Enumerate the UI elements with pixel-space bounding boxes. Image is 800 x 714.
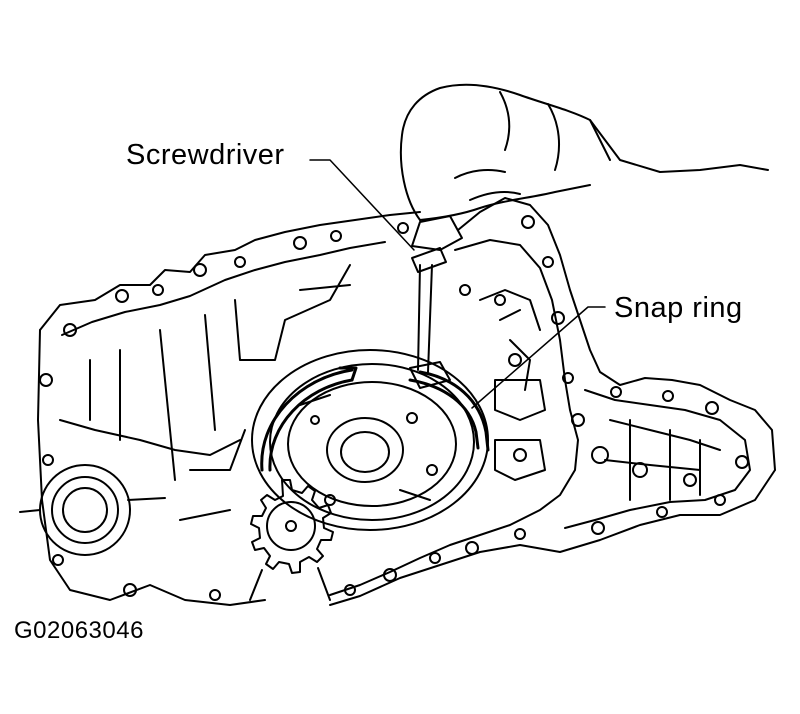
figure-code: G02063046 xyxy=(14,617,144,644)
leader-lines xyxy=(310,160,605,408)
snap-ring-label: Snap ring xyxy=(614,292,743,324)
clutch-bore xyxy=(252,350,488,530)
snap-ring xyxy=(262,368,488,470)
transmission-case xyxy=(20,198,775,605)
screwdriver-leader xyxy=(310,160,414,250)
bolt-bosses xyxy=(40,216,748,600)
snap-ring-leader xyxy=(472,307,605,408)
screwdriver-label: Screwdriver xyxy=(126,139,285,171)
hand xyxy=(401,85,768,220)
gear xyxy=(250,480,333,600)
screwdriver xyxy=(410,216,462,388)
